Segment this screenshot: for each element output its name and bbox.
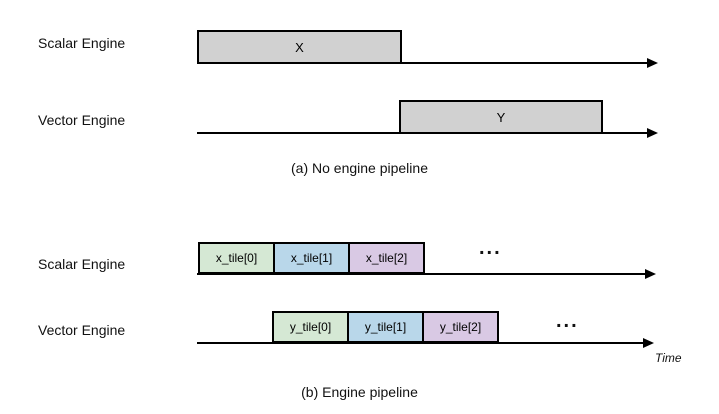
y-tile-0-block: y_tile[0] xyxy=(272,311,349,343)
y-tile-1-block: y_tile[1] xyxy=(347,311,424,343)
scalar-tile-row: x_tile[0] x_tile[1] x_tile[2] xyxy=(198,242,425,274)
x-tile-0-block: x_tile[0] xyxy=(198,242,275,274)
arrowhead-icon xyxy=(647,128,658,138)
scalar-ellipsis: ... xyxy=(479,237,502,259)
vector-engine-label-b: Vector Engine xyxy=(38,322,126,338)
time-axis-label: Time xyxy=(655,351,682,365)
y-tile-2-block: y_tile[2] xyxy=(422,311,499,343)
timeline-line xyxy=(197,273,646,275)
x-task-block: X xyxy=(197,30,402,64)
y-task-block: Y xyxy=(399,100,603,134)
timeline-line xyxy=(197,342,644,344)
x-tile-2-block: x_tile[2] xyxy=(348,242,425,274)
vector-ellipsis: ... xyxy=(556,310,579,332)
caption-a: (a) No engine pipeline xyxy=(291,160,428,176)
timeline-line xyxy=(197,62,648,64)
scalar-engine-label-b: Scalar Engine xyxy=(38,256,126,272)
arrowhead-icon xyxy=(645,269,656,279)
x-tile-1-block: x_tile[1] xyxy=(273,242,350,274)
arrowhead-icon xyxy=(647,58,658,68)
vector-tile-row: y_tile[0] y_tile[1] y_tile[2] xyxy=(272,311,499,343)
scalar-engine-label-a: Scalar Engine xyxy=(38,35,126,51)
arrowhead-icon xyxy=(643,338,654,348)
caption-b: (b) Engine pipeline xyxy=(301,384,418,400)
vector-engine-label-a: Vector Engine xyxy=(38,112,126,128)
